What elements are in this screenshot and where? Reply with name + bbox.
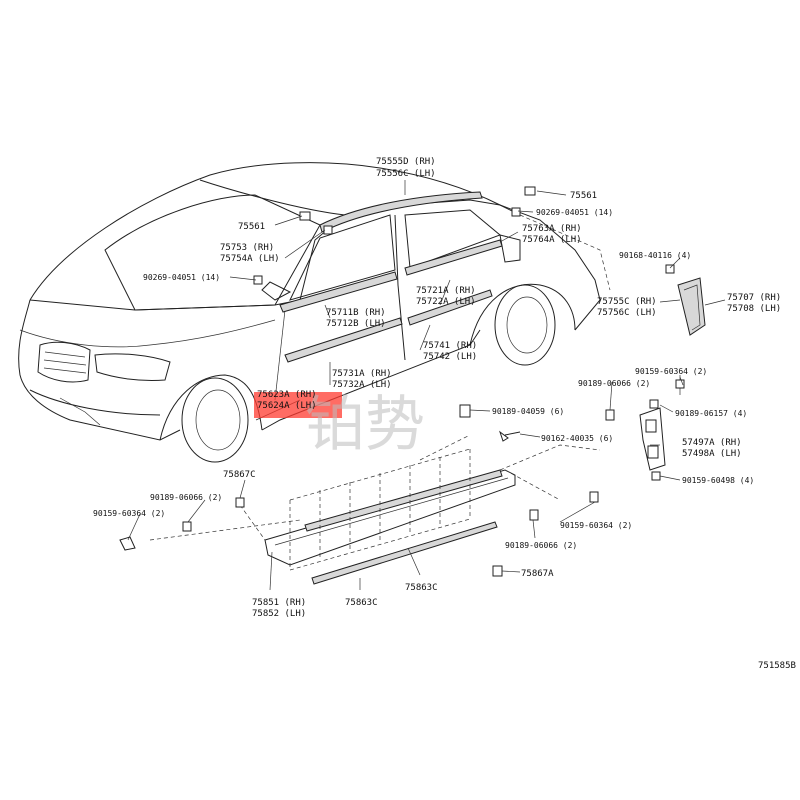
callout-75561-left: 75561	[238, 222, 265, 232]
callout-75711B-line1: 75711B (RH)	[326, 308, 386, 318]
callout-75555D-line1: 75555D (RH)	[376, 157, 436, 167]
callout-75707-line2: 75708 (LH)	[727, 304, 781, 314]
watermark-text: 铂势	[305, 390, 425, 460]
callout-90168: 90168-40116 (4)	[619, 251, 691, 260]
callout-75763A-line2: 75764A (LH)	[522, 235, 582, 245]
callout-75721A-line2: 75722A (LH)	[416, 297, 476, 307]
callout-75623A-line1: 75623A (RH)	[257, 390, 317, 400]
callout-75863C-right: 75863C	[405, 583, 438, 593]
callout-90159-60364-right: 90159-60364 (2)	[560, 521, 632, 530]
callout-75741-line2: 75742 (LH)	[423, 352, 477, 362]
callout-75867A: 75867A	[521, 569, 554, 579]
callout-75755C-line2: 75756C (LH)	[597, 308, 657, 318]
callout-75867C: 75867C	[223, 470, 256, 480]
callout-75763A-line1: 75763A (RH)	[522, 224, 582, 234]
callout-75753-line2: 75754A (LH)	[220, 254, 280, 264]
callout-90189-06066-right: 90189-06066 (2)	[505, 541, 577, 550]
callout-90159-top: 90159-60364 (2)	[635, 367, 707, 376]
fasteners	[119, 186, 675, 577]
callout-labels: 75555D (RH) 75556C (LH) 75561 75561 9026…	[93, 157, 796, 671]
highlight-box	[254, 392, 342, 418]
callout-75731A-line2: 75732A (LH)	[332, 380, 392, 390]
callout-90189-06066-top: 90189-06066 (2)	[578, 379, 650, 388]
callout-90269-right: 90269-04051 (14)	[536, 208, 613, 217]
callout-75851-line1: 75851 (RH)	[252, 598, 306, 608]
callout-90159-60364-left: 90159-60364 (2)	[93, 509, 165, 518]
figure-code: 751585B	[758, 661, 796, 671]
callout-90189-06066-left: 90189-06066 (2)	[150, 493, 222, 502]
pillar-garnish	[677, 277, 706, 336]
callout-90269-left: 90269-04051 (14)	[143, 273, 220, 282]
callout-57497A-line2: 57498A (LH)	[682, 449, 742, 459]
callout-75755C-line1: 75755C (RH)	[597, 297, 657, 307]
callout-90189-06157: 90189-06157 (4)	[675, 409, 747, 418]
callout-75711B-line2: 75712B (LH)	[326, 319, 386, 329]
car-body	[18, 162, 611, 463]
callout-75851-line2: 75852 (LH)	[252, 609, 306, 619]
callout-75623A-line2: 75624A (LH)	[257, 401, 317, 411]
callout-90162: 90162-40035 (6)	[541, 434, 613, 443]
callout-57497A-line1: 57497A (RH)	[682, 438, 742, 448]
callout-75561-right: 75561	[570, 191, 597, 201]
callout-75863C-left: 75863C	[345, 598, 378, 608]
rocker-panel	[149, 434, 601, 585]
callout-75731A-line1: 75731A (RH)	[332, 369, 392, 379]
callout-75555D-line2: 75556C (LH)	[376, 169, 436, 179]
callout-90159-60498: 90159-60498 (4)	[682, 476, 754, 485]
callout-90189-04059: 90189-04059 (6)	[492, 407, 564, 416]
callout-75721A-line1: 75721A (RH)	[416, 286, 476, 296]
callout-75741-line1: 75741 (RH)	[423, 341, 477, 351]
rocker-bracket	[605, 375, 685, 481]
callout-75753-line1: 75753 (RH)	[220, 243, 274, 253]
callout-75707-line1: 75707 (RH)	[727, 293, 781, 303]
